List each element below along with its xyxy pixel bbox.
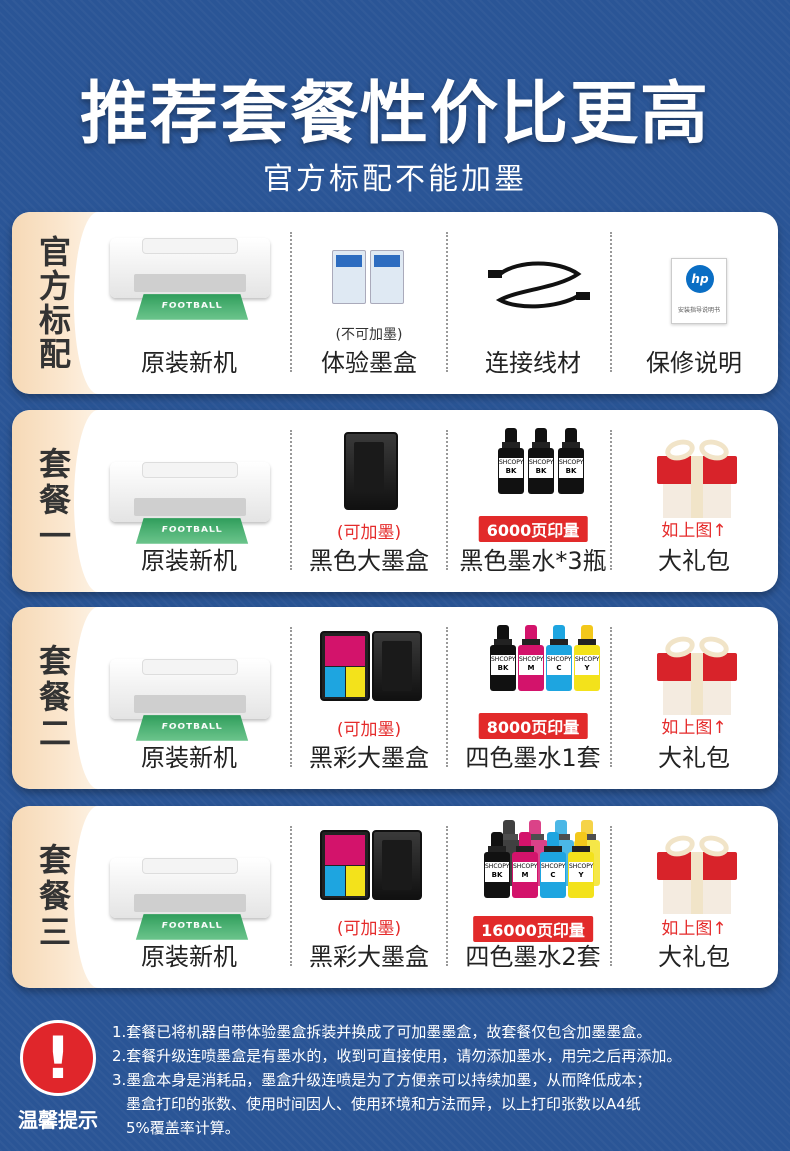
tips-list: 1.套餐已将机器自带体验墨盒拆装并换成了可加墨墨盒，故套餐仅包含加墨墨盒。 2.… [112, 1020, 788, 1140]
divider [290, 826, 292, 966]
divider [290, 430, 292, 570]
divider [290, 232, 292, 372]
tip-line: 1.套餐已将机器自带体验墨盒拆装并换成了可加墨墨盒，故套餐仅包含加墨墨盒。 [112, 1023, 652, 1041]
item-gift: 如上图↑ 大礼包 [614, 625, 774, 775]
item-color-cartridge: (可加墨) 黑彩大墨盒 [294, 625, 444, 775]
gift-box-image [619, 428, 769, 524]
tip-line: 2.套餐升级连喷墨盒是有墨水的，收到可直接使用，请勿添加墨水，用完之后再添加。 [112, 1047, 682, 1065]
page-yield-badge: 8000页印量 [478, 713, 588, 739]
item-printer: FOOTBALL 原装新机 [106, 230, 272, 380]
divider [446, 826, 448, 966]
color-cartridges-image [294, 824, 444, 920]
printer-image: FOOTBALL [110, 462, 270, 550]
divider [610, 826, 612, 966]
package-card-standard: 官方标配 FOOTBALL 原装新机 (不可加墨) 体验墨盒 连接线材 [12, 212, 778, 394]
item-trial-cartridge: (不可加墨) 体验墨盒 [294, 230, 444, 380]
hp-logo-icon: hp [686, 265, 714, 293]
divider [610, 430, 612, 570]
divider [610, 232, 612, 372]
page-yield-badge: 16000页印量 [473, 916, 593, 942]
item-black-cartridge: (可加墨) 黑色大墨盒 [294, 428, 444, 578]
item-gift: 如上图↑ 大礼包 [614, 824, 774, 974]
divider [290, 627, 292, 767]
usb-cable-image [458, 230, 608, 326]
warranty-doc-image: hp 安装指导说明书 [619, 230, 769, 326]
item-cable: 连接线材 [450, 230, 616, 380]
divider [446, 627, 448, 767]
item-printer: FOOTBALL 原装新机 [106, 625, 272, 775]
divider [610, 627, 612, 767]
black-cartridge-image [294, 428, 444, 524]
printer-image: FOOTBALL [110, 659, 270, 747]
divider [446, 232, 448, 372]
color-cartridges-image [294, 625, 444, 721]
tip-line: 5%覆盖率计算。 [126, 1119, 240, 1137]
page-yield-badge: 6000页印量 [478, 516, 588, 542]
gift-box-image [619, 824, 769, 920]
item-gift: 如上图↑ 大礼包 [614, 428, 774, 578]
item-printer: FOOTBALL 原装新机 [106, 824, 272, 974]
package-label: 套餐一 [34, 447, 72, 555]
item-warranty: hp 安装指导说明书 保修说明 [614, 230, 774, 380]
item-color-cartridge: (可加墨) 黑彩大墨盒 [294, 824, 444, 974]
package-label: 套餐二 [34, 644, 72, 752]
tip-line: 墨盒打印的张数、使用时间因人、使用环境和方法而异，以上打印张数以A4纸 [126, 1095, 641, 1113]
warning-label: 温馨提示 [18, 1108, 98, 1132]
trial-cartridge-image [294, 230, 444, 326]
gift-box-image [619, 625, 769, 721]
divider [446, 430, 448, 570]
exclamation-icon: ! [20, 1020, 96, 1096]
page-subtitle: 官方标配不能加墨 [263, 162, 527, 197]
printer-image: FOOTBALL [110, 858, 270, 946]
package-label: 官方标配 [34, 235, 72, 371]
package-label: 套餐三 [34, 843, 72, 951]
page-title: 推荐套餐性价比更高 [79, 75, 710, 154]
printer-image: FOOTBALL [110, 238, 270, 326]
tip-line: 3.墨盒本身是消耗品，墨盒升级连喷是为了方便亲可以持续加墨，从而降低成本； [112, 1071, 652, 1089]
item-printer: FOOTBALL 原装新机 [106, 428, 272, 578]
